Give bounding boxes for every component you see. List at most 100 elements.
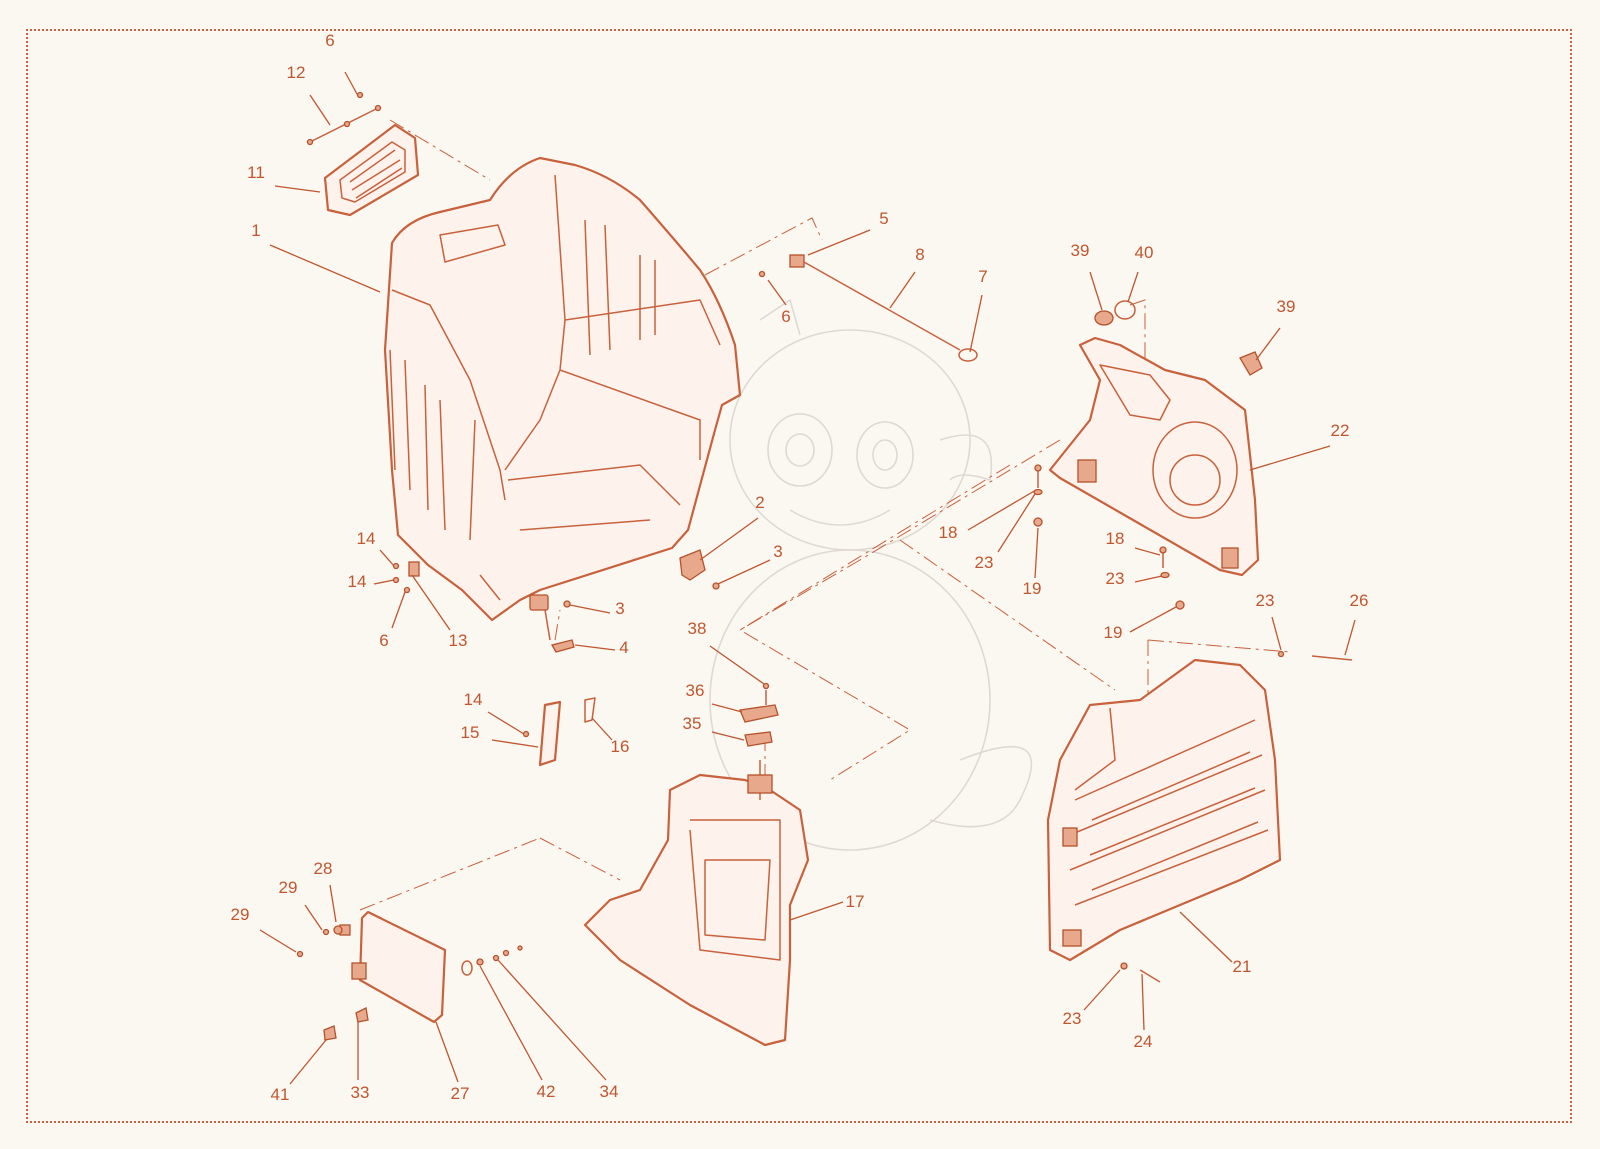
part-label-3a: 3 — [773, 542, 782, 561]
part-label-6a: 6 — [325, 31, 334, 50]
leader-line-40 — [1127, 271, 1139, 303]
outer-side-panel-part-21 — [1046, 658, 1282, 962]
leader-line-13 — [411, 574, 451, 631]
cable-assembly-parts-5-8-7 — [758, 254, 978, 362]
part-label-4: 4 — [619, 638, 628, 657]
part-label-17: 17 — [846, 892, 865, 911]
part-label-23d: 23 — [1063, 1009, 1082, 1028]
part-label-23b: 23 — [1106, 569, 1125, 588]
leader-line-6c — [391, 591, 406, 629]
rod-part-12 — [306, 91, 382, 146]
latch-part-15 — [522, 700, 562, 767]
part-label-2: 2 — [755, 493, 764, 512]
part-label-15: 15 — [461, 723, 480, 742]
seat-shell-part-1 — [383, 156, 742, 622]
window-frame-part-11 — [323, 123, 420, 217]
leader-line-35 — [711, 731, 745, 741]
part-label-1: 1 — [251, 221, 260, 240]
leader-line-5 — [807, 229, 871, 256]
leader-line-23d — [1083, 969, 1121, 1011]
leader-line-38 — [709, 645, 765, 685]
leader-line-7 — [969, 294, 983, 353]
part-label-27: 27 — [451, 1084, 470, 1103]
part-label-19b: 19 — [1104, 623, 1123, 642]
assembly-guide-lines — [359, 119, 1291, 911]
part-label-14a: 14 — [357, 529, 376, 548]
bracket-part-4 — [544, 600, 575, 653]
part-label-29b: 29 — [231, 905, 250, 924]
part-label-38: 38 — [688, 619, 707, 638]
leader-line-14c — [487, 711, 525, 735]
leader-line-3b — [569, 604, 611, 614]
leader-line-28 — [329, 884, 337, 923]
leader-line-39b — [1255, 327, 1281, 361]
bracket-parts-35-36-38 — [739, 682, 779, 747]
leader-line-11 — [274, 185, 321, 193]
leader-line-12 — [309, 94, 331, 126]
part-label-35: 35 — [683, 714, 702, 733]
part-label-14b: 14 — [348, 572, 367, 591]
side-panel-part-22 — [1048, 336, 1263, 577]
leader-line-18a — [967, 489, 1037, 531]
part-label-6c: 6 — [379, 631, 388, 650]
part-label-42: 42 — [537, 1082, 556, 1101]
part-label-28: 28 — [314, 859, 333, 878]
pin-part-16 — [584, 697, 596, 723]
leader-line-19a — [1034, 527, 1039, 579]
part-label-22: 22 — [1331, 421, 1350, 440]
leader-line-3a — [717, 559, 771, 585]
part-label-29a: 29 — [279, 878, 298, 897]
leader-line-23c — [1271, 616, 1282, 651]
part-label-18b: 18 — [1106, 529, 1125, 548]
part-label-16: 16 — [611, 737, 630, 756]
leader-line-16 — [591, 717, 613, 741]
leader-line-23a — [997, 493, 1036, 553]
part-label-8: 8 — [915, 245, 924, 264]
part-label-21: 21 — [1233, 957, 1252, 976]
leader-line-24 — [1141, 973, 1145, 1031]
leader-line-41 — [289, 1039, 327, 1085]
leader-line-2 — [699, 517, 759, 561]
part-label-14c: 14 — [464, 690, 483, 709]
part-label-34: 34 — [600, 1082, 619, 1101]
part-label-41: 41 — [271, 1085, 290, 1104]
part-label-39a: 39 — [1071, 241, 1090, 260]
leader-line-34 — [497, 959, 607, 1081]
leader-line-29b — [259, 929, 297, 953]
part-label-5: 5 — [879, 209, 888, 228]
bolts-18-23-19 — [1033, 464, 1185, 610]
leader-line-6b — [767, 279, 787, 306]
part-label-24: 24 — [1134, 1032, 1153, 1051]
part-label-11: 11 — [247, 163, 265, 182]
leader-line-29a — [304, 904, 323, 931]
part-label-23c: 23 — [1256, 591, 1275, 610]
part-label-3b: 3 — [615, 599, 624, 618]
leader-line-42 — [479, 965, 543, 1081]
part-label-6b: 6 — [781, 307, 790, 326]
bolt-part-24 — [1120, 962, 1161, 983]
part-label-19a: 19 — [1023, 579, 1042, 598]
leader-line-18b — [1134, 547, 1161, 556]
small-hardware-13-14 — [392, 561, 420, 594]
leader-line-23b — [1134, 575, 1163, 583]
part-label-36: 36 — [686, 681, 705, 700]
part-label-39b: 39 — [1277, 297, 1296, 316]
leader-line-36 — [711, 703, 743, 713]
leader-line-39a — [1089, 271, 1103, 311]
bolt-part-26 — [1277, 650, 1353, 661]
leader-line-27 — [435, 1021, 459, 1083]
part-label-12: 12 — [287, 63, 306, 82]
part-label-7: 7 — [978, 267, 987, 286]
leader-line-8 — [889, 271, 916, 309]
part-label-33: 33 — [351, 1083, 370, 1102]
part-label-40: 40 — [1135, 243, 1154, 262]
leader-line-6a — [344, 71, 358, 95]
small-hardware-28-29-33-34-41-42 — [296, 925, 523, 1041]
nut-and-washer-39-40 — [1094, 300, 1136, 326]
door-panel-part-27 — [339, 910, 447, 1024]
leader-line-14a — [379, 549, 395, 567]
leader-line-4 — [574, 644, 616, 651]
